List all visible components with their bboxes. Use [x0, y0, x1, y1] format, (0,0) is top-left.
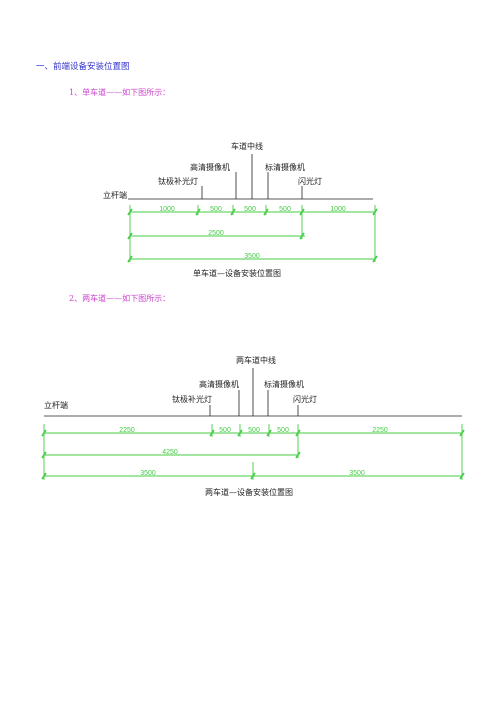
- diagram2-hd-camera-label: 高清摄像机: [199, 380, 239, 389]
- section-heading: 一、前端设备安装位置图: [36, 62, 130, 72]
- diagram1-hd-camera-label: 高清摄像机: [190, 163, 230, 172]
- diagram1-dim-3500: 3500: [244, 253, 260, 260]
- diagram1-caption: 单车道—设备安装位置图: [193, 269, 281, 278]
- diagram2-dim-500-b: 500: [248, 427, 260, 434]
- diagram1-dim-500-c: 500: [279, 206, 291, 213]
- diagram2-dim-4250: 4250: [162, 449, 178, 456]
- diagram1-dim-500-b: 500: [244, 206, 256, 213]
- diagram1-flash-label: 闪光灯: [298, 177, 322, 186]
- diagram1-std-camera-label: 标清摄像机: [265, 163, 305, 172]
- diagram2-dim-500-c: 500: [277, 427, 289, 434]
- diagram1-centerline-label: 车道中线: [231, 142, 263, 151]
- diagram2-dim-3500-right: 3500: [349, 470, 365, 477]
- diagram1-dim-1000-right: 1000: [330, 206, 346, 213]
- diagram2-pole-label: 立杆端: [44, 401, 68, 410]
- diagram2-subheading: 2、两车道——如下图所示：: [69, 294, 171, 303]
- diagram1-dim-1000-left: 1000: [159, 206, 175, 213]
- diagram2-caption: 两车道—设备安装位置图: [205, 488, 293, 497]
- diagram2-dim-500-a: 500: [219, 427, 231, 434]
- diagram2-fill-light-label: 钛极补光灯: [172, 395, 212, 404]
- diagram2-flash-label: 闪光灯: [293, 395, 317, 404]
- diagram1-pole-label: 立杆端: [103, 191, 127, 200]
- diagram2-std-camera-label: 标清摄像机: [264, 380, 304, 389]
- diagram1-dim-500-a: 500: [210, 206, 222, 213]
- diagram2-dim-2250-right: 2250: [372, 427, 388, 434]
- diagram1-fill-light-label: 钛极补光灯: [158, 177, 198, 186]
- diagram2-dim-2250-left: 2250: [119, 427, 135, 434]
- diagram1-subheading: 1、单车道——如下图所示：: [69, 88, 171, 97]
- diagram2-dim-3500-left: 3500: [140, 470, 156, 477]
- diagram1-dim-2500: 2500: [208, 230, 224, 237]
- diagram2-centerline-label: 两车道中线: [236, 356, 276, 365]
